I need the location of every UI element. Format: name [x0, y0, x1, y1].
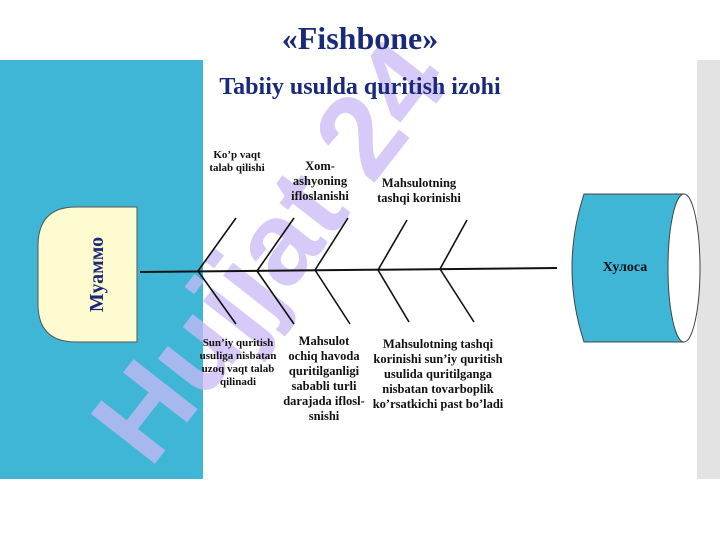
fishbone-spine	[139, 267, 558, 273]
cause-bottom-3: Mahsulotning tashqi korinishi sun’iy qur…	[372, 337, 504, 411]
right-gray-band	[697, 60, 720, 479]
problem-head-shape	[37, 206, 138, 343]
conclusion-label: Хулоса	[602, 260, 648, 275]
top-bone-5	[439, 219, 468, 270]
cause-bottom-2: Mahsulot ochiq havoda quritilganligi sab…	[283, 334, 365, 423]
top-bone-2	[256, 217, 295, 272]
bottom-bone-5	[439, 268, 475, 323]
cause-top-1: Ko’p vaqt talab qilishi	[209, 149, 265, 174]
page-title: «Fishbone»	[281, 20, 439, 56]
page-subtitle: Tabiiy usulda quritish izohi	[219, 74, 501, 100]
cause-bottom-1: Sun’iy quritish usuliga nisbatan uzoq va…	[199, 337, 277, 388]
problem-label-text: Муаммо	[86, 236, 109, 312]
cause-top-2: Xom-ashyoning ifloslanishi	[291, 159, 349, 203]
bottom-bone-2	[256, 270, 295, 325]
problem-label: Муаммо	[60, 218, 136, 330]
bottom-bone-4	[377, 269, 410, 323]
top-bone-1	[197, 217, 237, 272]
conclusion-shape	[571, 193, 701, 343]
top-bone-4	[377, 219, 408, 271]
bottom-bone-1	[197, 270, 237, 325]
bottom-bone-3	[314, 269, 351, 325]
cause-top-3: Mahsulotning tashqi korinishi	[377, 176, 461, 205]
top-bone-3	[314, 217, 349, 271]
